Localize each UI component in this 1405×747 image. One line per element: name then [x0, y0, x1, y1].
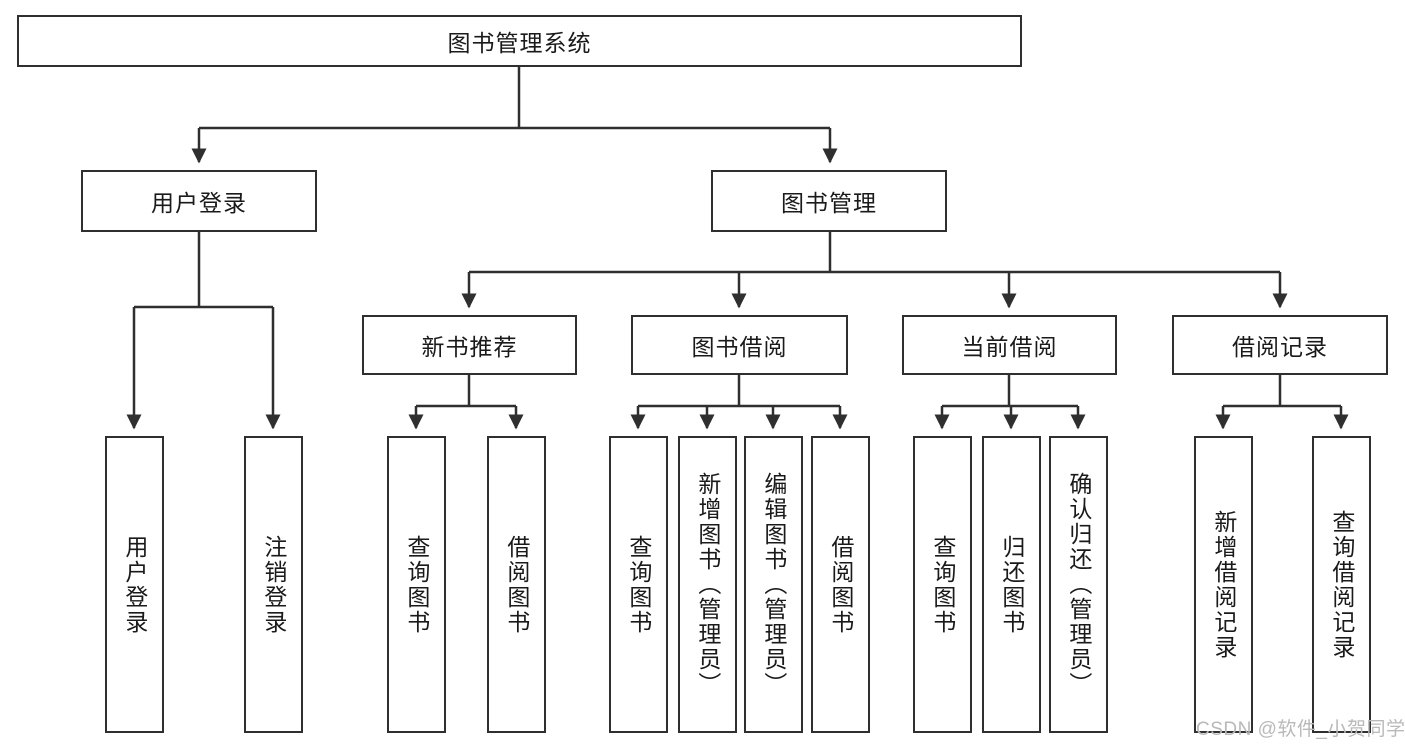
node-label: 查询图书: [403, 534, 430, 635]
node-label: 图书借阅: [691, 334, 788, 360]
node-label: 查询图书: [929, 534, 956, 635]
node-label: 当前借阅: [961, 334, 1058, 360]
csdn-watermark: CSDN @软件_小贺同学: [1196, 719, 1405, 740]
leaf-add-borrow-record[interactable]: 新增借阅记录: [1194, 436, 1253, 733]
node-label: 图书管理: [781, 190, 877, 216]
leaf-logout[interactable]: 注销登录: [244, 436, 303, 733]
leaf-query-books-recommend[interactable]: 查询图书: [387, 436, 446, 733]
node-user-login[interactable]: 用户登录: [81, 170, 317, 232]
node-book-management[interactable]: 图书管理: [711, 170, 947, 232]
node-system-root[interactable]: 图书管理系统: [17, 15, 1022, 67]
leaf-borrow-books[interactable]: 借阅图书: [811, 436, 870, 733]
node-label: 用户登录: [151, 190, 247, 216]
node-borrow-records[interactable]: 借阅记录: [1172, 315, 1388, 375]
node-label: 图书管理系统: [447, 30, 592, 56]
leaf-add-book-admin[interactable]: 新增图书（管理员）: [678, 436, 737, 733]
node-label: 借阅图书: [503, 534, 530, 635]
node-label: 注销登录: [260, 534, 287, 635]
leaf-user-login[interactable]: 用户登录: [105, 436, 164, 733]
node-label: 借阅记录: [1232, 334, 1328, 360]
leaf-confirm-return-admin[interactable]: 确认归还（管理员）: [1049, 436, 1108, 733]
node-new-book-recommend[interactable]: 新书推荐: [362, 315, 577, 375]
leaf-borrow-books-recommend[interactable]: 借阅图书: [487, 436, 546, 733]
node-label: 新书推荐: [421, 334, 518, 360]
node-label: 借阅图书: [827, 534, 854, 635]
node-label: 新增图书（管理员）: [694, 472, 721, 697]
node-label: 查询图书: [625, 534, 652, 635]
node-label: 编辑图书（管理员）: [760, 472, 787, 697]
leaf-edit-book-admin[interactable]: 编辑图书（管理员）: [744, 436, 803, 733]
leaf-return-books[interactable]: 归还图书: [982, 436, 1041, 733]
node-label: 用户登录: [121, 534, 148, 635]
node-book-borrow[interactable]: 图书借阅: [631, 315, 848, 375]
leaf-query-books-borrow[interactable]: 查询图书: [609, 436, 668, 733]
node-current-borrow[interactable]: 当前借阅: [902, 315, 1117, 375]
node-label: 查询借阅记录: [1328, 509, 1355, 660]
leaf-query-borrow-record[interactable]: 查询借阅记录: [1312, 436, 1371, 733]
leaf-query-books-current[interactable]: 查询图书: [913, 436, 972, 733]
node-label: 新增借阅记录: [1210, 509, 1237, 660]
node-label: 归还图书: [998, 534, 1025, 635]
node-label: 确认归还（管理员）: [1065, 472, 1092, 697]
